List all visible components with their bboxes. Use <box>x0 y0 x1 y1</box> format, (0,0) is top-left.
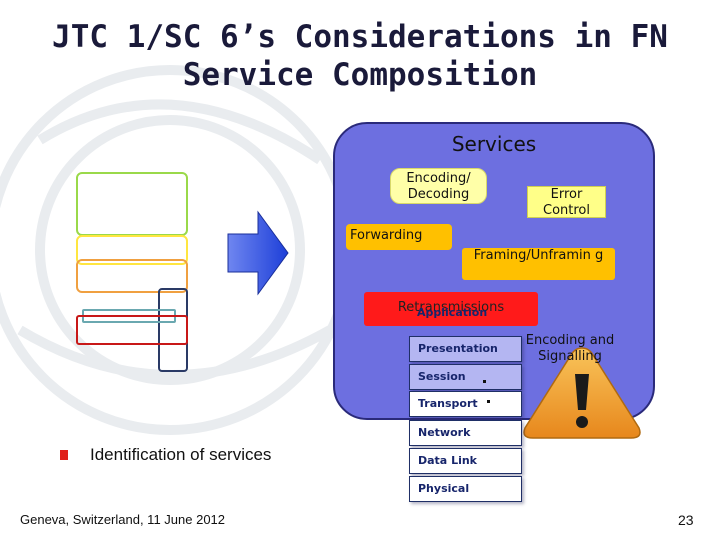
osi-layer-network: Network <box>409 420 522 446</box>
title-line-1: JTC 1/SC 6’s Considerations in FN <box>52 19 668 55</box>
right-arrow-icon <box>227 210 289 296</box>
osi-layer-physical: Physical <box>409 476 522 502</box>
page-title: JTC 1/SC 6’s Considerations in FN Servic… <box>0 18 720 94</box>
title-line-2: Service Composition <box>182 57 538 93</box>
error-control-box: Error Control <box>527 186 606 218</box>
warning-icon <box>523 347 641 439</box>
encoding-signalling-box: Encoding and Signalling <box>525 333 615 364</box>
left-box-orange <box>76 259 188 293</box>
osi-layer-application: Application <box>417 306 488 319</box>
services-label: Services <box>451 132 537 156</box>
osi-layer-transport: Transport <box>409 391 522 417</box>
separator-dot <box>487 400 490 403</box>
bullet-text: Identification of services <box>90 445 272 464</box>
osi-layer-data-link: Data Link <box>409 448 522 474</box>
left-box-yellow <box>76 235 188 265</box>
left-box-red <box>76 315 188 345</box>
framing-unframing-box: Framing/Unframin g <box>462 248 615 280</box>
page-number: 23 <box>678 512 694 528</box>
osi-layer-presentation: Presentation <box>409 336 522 362</box>
footer-location-date: Geneva, Switzerland, 11 June 2012 <box>20 512 226 527</box>
left-box-green <box>76 172 188 236</box>
retransmissions-box: Retransmissions <box>364 292 538 326</box>
forwarding-box: Forwarding <box>346 224 452 250</box>
osi-layer-session: Session <box>409 364 522 390</box>
bullet-marker <box>60 450 68 460</box>
encoding-decoding-box: Encoding/ Decoding <box>390 168 487 204</box>
separator-dot <box>483 380 486 383</box>
